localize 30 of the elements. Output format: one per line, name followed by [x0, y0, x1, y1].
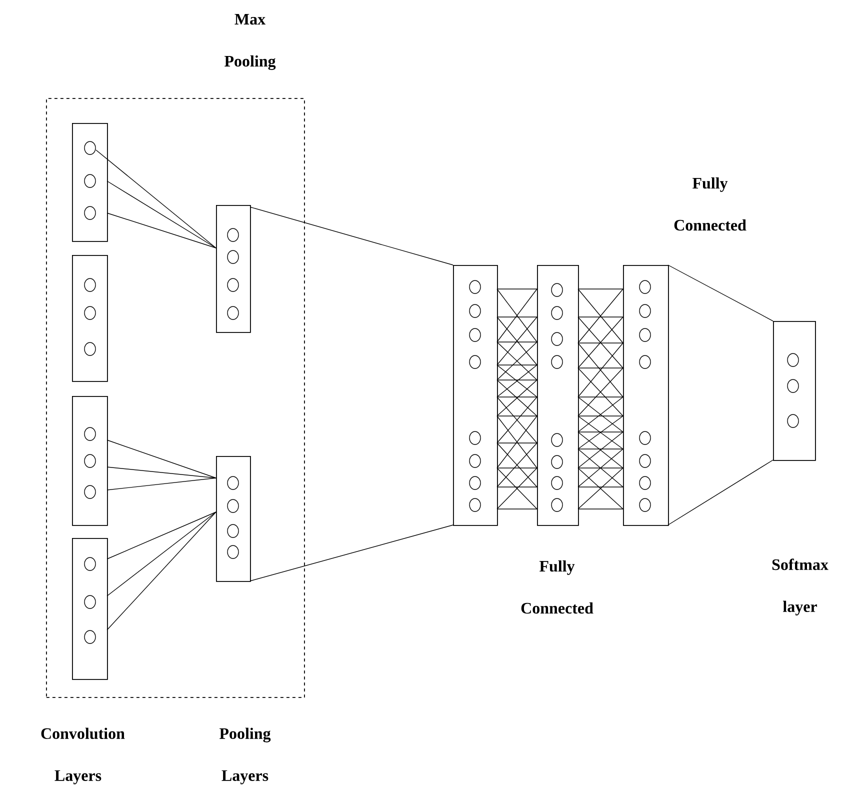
layer-box: [537, 265, 579, 526]
connection-line: [106, 478, 216, 490]
connection-line: [250, 524, 454, 582]
layer-box: [72, 255, 108, 382]
layer-box: [216, 456, 251, 582]
layer-label: Fully Connected: [674, 177, 746, 231]
connection-line: [106, 212, 216, 248]
layer-box: [72, 396, 108, 526]
layer-box: [72, 538, 108, 680]
layer-box: [72, 123, 108, 242]
layer-box: [623, 265, 669, 526]
layer-label: Fully Connected: [521, 560, 594, 614]
layer-box: [453, 265, 498, 526]
connection-line: [106, 440, 216, 478]
connection-line: [106, 512, 216, 630]
connection-line: [668, 264, 774, 322]
connection-line: [106, 180, 216, 248]
connection-line: [106, 466, 216, 478]
dashed-group-box: Max Pooling: [46, 14, 305, 698]
layer-label: Convolution Layers: [41, 728, 125, 784]
layer-box: [216, 205, 251, 333]
connection-line: [96, 150, 216, 248]
layer-label: Softmax layer: [772, 558, 828, 616]
node-label: Max Pooling: [224, 14, 276, 70]
layer-label: Pooling Layers: [220, 728, 271, 784]
connection-line: [106, 512, 216, 560]
layer-box: [773, 321, 816, 461]
connection-line: [250, 206, 454, 266]
connection-line: [668, 460, 774, 526]
connection-line: [106, 512, 216, 596]
